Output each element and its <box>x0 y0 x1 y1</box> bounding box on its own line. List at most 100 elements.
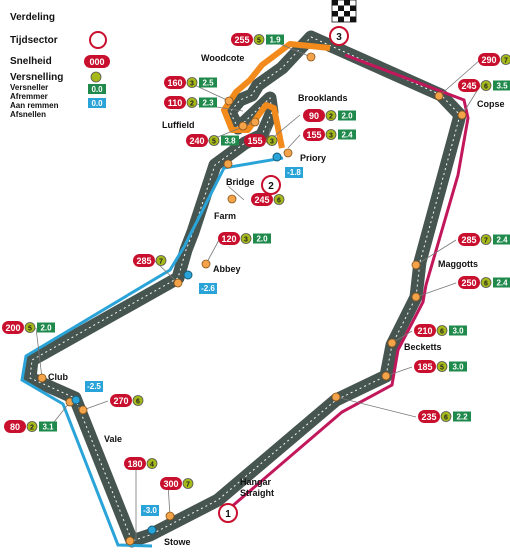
g-force-value: 3.8 <box>224 137 236 146</box>
g-force-badge <box>338 129 356 140</box>
g-force-value: 2.0 <box>256 235 268 244</box>
g-force-badge <box>253 233 271 244</box>
sector-2-line <box>20 156 284 548</box>
speed-value: 155 <box>306 130 321 140</box>
sector-delta-badge: -2.5 <box>85 381 103 392</box>
svg-text:0.0: 0.0 <box>91 85 103 94</box>
gear-icon <box>24 322 36 333</box>
gear-value: 6 <box>136 399 140 406</box>
sector-delta-badge: -3.0 <box>141 505 159 516</box>
speed-value: 300 <box>163 479 178 489</box>
track-centreline <box>29 36 461 542</box>
g-force-value: 2.0 <box>40 324 52 333</box>
speed-value: 120 <box>221 234 236 244</box>
gear-value: 5 <box>440 365 444 372</box>
gear-icon <box>325 110 337 121</box>
speed-value: 80 <box>10 422 20 432</box>
g-force-value: 2.5 <box>202 79 214 88</box>
svg-text:Versnelling: Versnelling <box>10 72 63 83</box>
gear-value: 5 <box>212 139 216 146</box>
g-force-badge <box>199 77 217 88</box>
gear-icon <box>253 34 265 45</box>
gear-icon <box>266 135 278 146</box>
gear-value: 7 <box>186 482 190 489</box>
gear-icon <box>436 361 448 372</box>
gear-value: 4 <box>150 462 154 469</box>
g-force-value: 3.0 <box>452 363 464 372</box>
start-finish-flag-icon <box>331 0 357 23</box>
g-force-badge <box>493 80 510 91</box>
g-force-value: 3.0 <box>452 327 464 336</box>
speed-badge: 245 6 3.5 <box>458 79 510 92</box>
speed-value: 235 <box>421 412 436 422</box>
speed-sample-badge <box>84 55 110 68</box>
speed-badge: 210 6 3.0 <box>414 324 467 337</box>
sector-timing-dot <box>183 270 193 280</box>
speed-value: 180 <box>127 459 142 469</box>
g-force-value: 1.9 <box>269 36 281 45</box>
sector-2-marker: 2 <box>261 175 281 195</box>
g-force-badge <box>493 277 510 288</box>
svg-text:000: 000 <box>89 57 104 67</box>
stopwatch-icon <box>89 31 107 49</box>
sector-delta-badge: -2.6 <box>199 283 217 294</box>
svg-text:Snelheid: Snelheid <box>10 56 52 67</box>
g-force-badge <box>37 322 55 333</box>
svg-text:3: 3 <box>336 32 342 43</box>
speed-badge: 185 5 3.0 <box>414 360 467 373</box>
g-force-value: 2.2 <box>456 413 468 422</box>
corner-label-becketts: Becketts <box>404 342 442 352</box>
gear-icon <box>325 129 337 140</box>
gear-value: 7 <box>484 238 488 245</box>
gear-icon <box>26 421 38 432</box>
svg-text:-3.0: -3.0 <box>143 506 157 515</box>
speed-value: 185 <box>417 362 432 372</box>
svg-text:Afsnellen: Afsnellen <box>10 110 46 119</box>
svg-text:Tijdsector: Tijdsector <box>10 35 58 46</box>
svg-text:-2.5: -2.5 <box>87 382 101 391</box>
gear-icon <box>436 325 448 336</box>
speed-value: 200 <box>5 323 20 333</box>
gear-value: 6 <box>277 198 281 205</box>
svg-text:2: 2 <box>268 181 274 192</box>
gear-value: 6 <box>440 329 444 336</box>
g-force-value: 2.4 <box>496 279 508 288</box>
gear-icon <box>186 97 198 108</box>
g-force-value: 3.5 <box>496 82 508 91</box>
gear-icon <box>273 194 285 205</box>
turn-points <box>37 52 467 546</box>
speed-value: 270 <box>113 396 128 406</box>
sector-timing-dot <box>71 395 81 405</box>
gear-icon <box>182 478 194 489</box>
gear-icon <box>480 277 492 288</box>
svg-text:Verdeling: Verdeling <box>10 12 55 23</box>
corner-label-bridge: Bridge <box>226 177 255 187</box>
g-force-value: 2.0 <box>341 112 353 121</box>
g-force-badge <box>221 135 239 146</box>
speed-value: 210 <box>417 326 432 336</box>
speed-value: 250 <box>461 278 476 288</box>
sector-3-line <box>221 41 331 149</box>
speed-value: 245 <box>461 81 476 91</box>
sector-1-marker: 1 <box>218 503 238 523</box>
speed-value: 110 <box>168 98 183 108</box>
g-force-badge <box>338 110 356 121</box>
gear-value: 6 <box>484 84 488 91</box>
corner-label-club: Club <box>48 372 68 382</box>
corner-label-brooklands: Brooklands <box>298 93 348 103</box>
gear-value: 5 <box>257 38 261 45</box>
gear-icon <box>440 411 452 422</box>
